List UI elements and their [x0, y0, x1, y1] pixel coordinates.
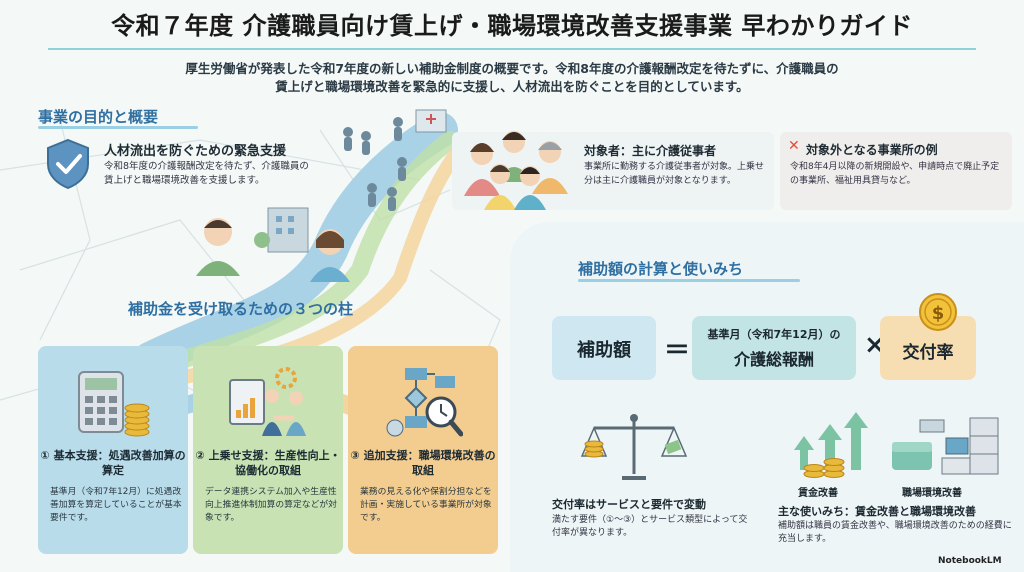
intro-text: 厚生労働省が発表した令和7年度の新しい補助金制度の概要です。令和8年度の介護報酬…	[185, 61, 839, 94]
hospital-icon	[415, 109, 447, 133]
base-remuneration-label: 介護総報酬	[733, 350, 814, 369]
base-remuneration-box	[692, 316, 856, 380]
target-heading: 対象者：主に介護従事者	[584, 144, 717, 158]
workplace-environment-icon	[892, 417, 999, 475]
pillar-2-body: データ連携システム加入や生産性向上推進体制加算の算定などが対象です。	[205, 487, 337, 523]
use-heading: 主な使いみち：賃金改善と職場環境改善	[778, 505, 976, 518]
wage-increase-icon	[794, 412, 868, 478]
env-label: 職場環境改善	[902, 488, 962, 499]
pillar-topup-support: ② 上乗せ支援：生産性向上・協働化の取組 データ連携システム加入や生産性向上推進…	[193, 346, 343, 554]
base-month-label: 基準月（令和7年12月）の	[707, 328, 841, 341]
caregivers-group-icon	[464, 131, 568, 210]
page-title: 令和７年度 介護職員向け賃上げ・職場環境改善支援事業 早わかりガイド	[111, 12, 913, 40]
title-divider	[48, 48, 976, 50]
section-underline	[38, 126, 198, 129]
rate-body: 満たす要件（①〜③）とサービス類型によって交付率が異なります。	[552, 515, 748, 538]
brand-watermark: NotebookLM	[938, 556, 1002, 566]
excluded-card	[780, 132, 1012, 210]
grant-rate-label: 交付率	[902, 343, 954, 363]
building-icon	[254, 207, 309, 253]
subsidy-amount-label: 補助額	[577, 340, 631, 361]
purpose-heading: 人材流出を防ぐための緊急支援	[104, 144, 287, 159]
target-body: 事業所に勤務する介護従事者が対象。上乗せ分は主に介護職員が対象となります。	[584, 162, 765, 186]
balance-scale-icon	[580, 414, 688, 480]
subsidy-amount-box	[552, 316, 656, 380]
rate-heading: 交付率はサービスと要件で変動	[552, 498, 706, 511]
excluded-heading: 対象外となる事業所の例	[806, 143, 938, 157]
pillar-1-body: 基準月（令和7年12月）に処遇改善加算を算定していることが基本要件です。	[50, 487, 182, 523]
pillar-1-heading: ① 基本支援：処遇改善加算の算定	[40, 449, 186, 477]
cross-icon: ✕	[788, 138, 800, 154]
pillar-basic-support: ① 基本支援：処遇改善加算の算定 基準月（令和7年12月）に処遇改善加算を算定し…	[38, 346, 188, 554]
pillars-title: 補助金を受け取るための３つの柱	[128, 300, 354, 318]
wage-label: 賃金改善	[798, 488, 838, 499]
flowchart-magnifier-icon	[386, 368, 463, 437]
purpose-body: 令和8年度の介護報酬改定を待たず、介護職員の賃上げと職場環境改善を支援します。	[104, 161, 309, 186]
carers-illustration	[196, 218, 350, 282]
handshake-gear-icon	[229, 367, 306, 436]
pillar-2-heading: ② 上乗せ支援：生産性向上・協働化の取組	[195, 449, 341, 477]
pillar-3-body: 業務の見える化や保割分担などを計画・実施している事業所が対象です。	[360, 487, 492, 523]
dollar-coin-icon: $	[919, 293, 957, 331]
shield-check-icon	[47, 138, 89, 190]
section-underline	[578, 279, 800, 282]
pillar-additional-support: ③ 追加支援：職場環境改善の取組 業務の見える化や保割分担などを計画・実施してい…	[348, 346, 498, 554]
pillar-3-heading: ③ 追加支援：職場環境改善の取組	[350, 449, 496, 477]
purpose-section-title: 事業の目的と概要	[38, 108, 159, 126]
svg-text:$: $	[932, 303, 945, 324]
equals-sign: ＝	[664, 336, 691, 366]
excluded-body: 令和8年4月以降の新規開設や、申請時点で廃止予定の事業所、福祉用具貸与など。	[790, 162, 1000, 186]
calculator-coins-icon	[78, 371, 150, 437]
calc-section-title: 補助額の計算と使いみち	[578, 260, 744, 278]
use-body: 補助額は職員の賃金改善や、職場環境改善のための経費に充当します。	[778, 521, 1012, 544]
